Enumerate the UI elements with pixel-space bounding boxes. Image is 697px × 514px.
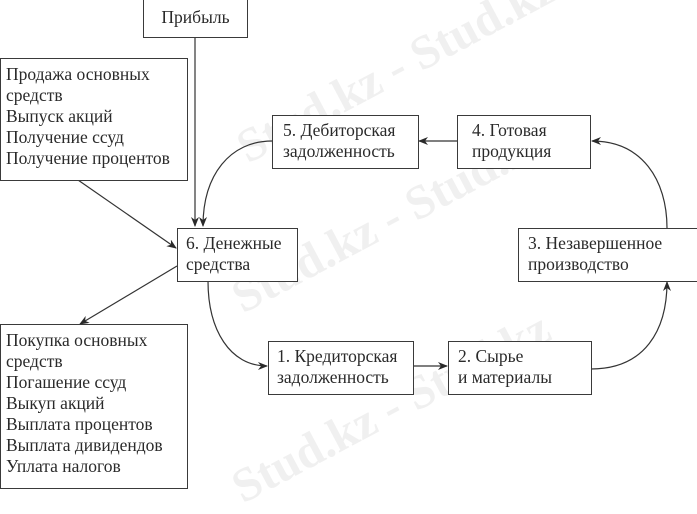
node-label: средств	[6, 85, 63, 105]
node-label: Выкуп акций	[6, 393, 105, 413]
node-payables: 1. Кредиторская задолженность	[268, 341, 414, 395]
node-label: Получение ссуд	[6, 127, 124, 147]
node-label: Уплата налогов	[6, 456, 121, 476]
node-label: Выплата дивидендов	[6, 435, 163, 455]
node-label: задолженность	[277, 367, 389, 387]
node-label: 3. Незавершенное	[528, 233, 663, 253]
node-label: Выпуск акций	[6, 106, 113, 126]
node-label: Погашение ссуд	[6, 372, 127, 392]
node-cash: 6. Денежные средства	[177, 228, 298, 282]
arrow-raw-to-wip	[590, 281, 671, 370]
node-work-in-progress: 3. Незавершенное производство	[518, 228, 697, 282]
node-raw-materials: 2. Сырье и материалы	[448, 341, 592, 395]
node-label: 4. Готовая	[472, 120, 547, 140]
node-label: Продажа основных	[6, 64, 150, 84]
node-label: 1. Кредиторская	[277, 346, 398, 366]
arrow-cash-to-payables	[207, 280, 268, 370]
arrow-receivables-to-cash	[199, 140, 273, 227]
node-profit: Прибыль	[143, 0, 248, 38]
node-label: продукция	[472, 141, 552, 161]
node-label: Покупка основных	[6, 330, 148, 350]
node-outflows: Покупка основных средств Погашение ссуд …	[0, 324, 188, 489]
node-label: 6. Денежные	[186, 233, 282, 253]
node-label: и материалы	[458, 367, 552, 387]
arrow-cash-to-outflows	[79, 265, 178, 325]
node-label: задолженность	[283, 141, 395, 161]
node-finished-goods: 4. Готовая продукция	[457, 115, 591, 169]
node-label: 2. Сырье	[458, 346, 524, 366]
node-label: Прибыль	[161, 7, 230, 27]
node-label: Получение процентов	[6, 148, 170, 168]
node-label: средств	[6, 351, 63, 371]
node-label: 5. Дебиторская	[283, 120, 396, 140]
node-label: Выплата процентов	[6, 414, 153, 434]
node-inflows: Продажа основных средств Выпуск акций По…	[0, 58, 188, 181]
arrow-wip-to-finished	[591, 137, 668, 229]
connector-arrows	[77, 38, 671, 370]
arrow-inflows-to-cash	[77, 179, 177, 249]
node-label: средства	[186, 254, 251, 274]
node-receivables: 5. Дебиторская задолженность	[272, 115, 419, 169]
node-label: производство	[528, 254, 629, 274]
